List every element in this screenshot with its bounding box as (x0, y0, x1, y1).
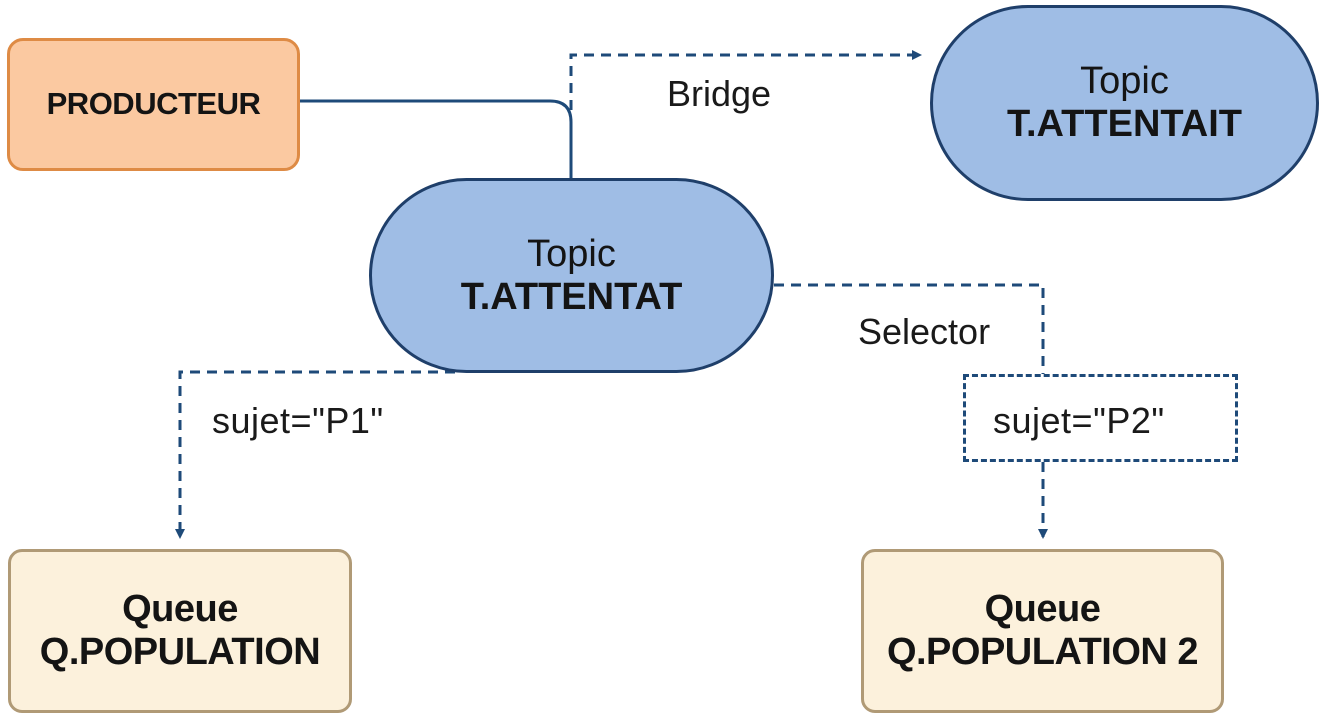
selector-connector (774, 283, 1045, 374)
producer-to-topic-connector (300, 99, 573, 178)
topic-bridge-name: T.ATTENTAIT (1007, 103, 1242, 145)
selector-label: Selector (858, 311, 991, 352)
topic-main-type: Topic (527, 232, 616, 275)
p1-filter-connector (175, 370, 455, 539)
queue-population2-type: Queue (984, 588, 1101, 631)
queue-population-type: Queue (122, 588, 238, 631)
queue-population-node: Queue Q.POPULATION (8, 549, 352, 713)
producer-node: PRODUCTEUR (7, 38, 300, 171)
topic-main-node: Topic T.ATTENTAT (369, 178, 774, 373)
queue-population2-name: Q.POPULATION 2 (886, 631, 1199, 673)
bridge-connector (569, 50, 922, 110)
filter-p1-label: sujet="P1" (212, 400, 384, 441)
topic-main-name: T.ATTENTAT (460, 275, 683, 318)
topic-bridge-type: Topic (1080, 60, 1169, 103)
selector-filter-box (963, 374, 1238, 462)
filter-p2-label: sujet="P2" (993, 400, 1165, 441)
topic-bridge-node: Topic T.ATTENTAIT (930, 5, 1319, 201)
producer-label: PRODUCTEUR (46, 86, 261, 122)
bridge-label: Bridge (667, 73, 772, 114)
queue-population2-node: Queue Q.POPULATION 2 (861, 549, 1224, 713)
queue-population-name: Q.POPULATION (39, 631, 321, 673)
